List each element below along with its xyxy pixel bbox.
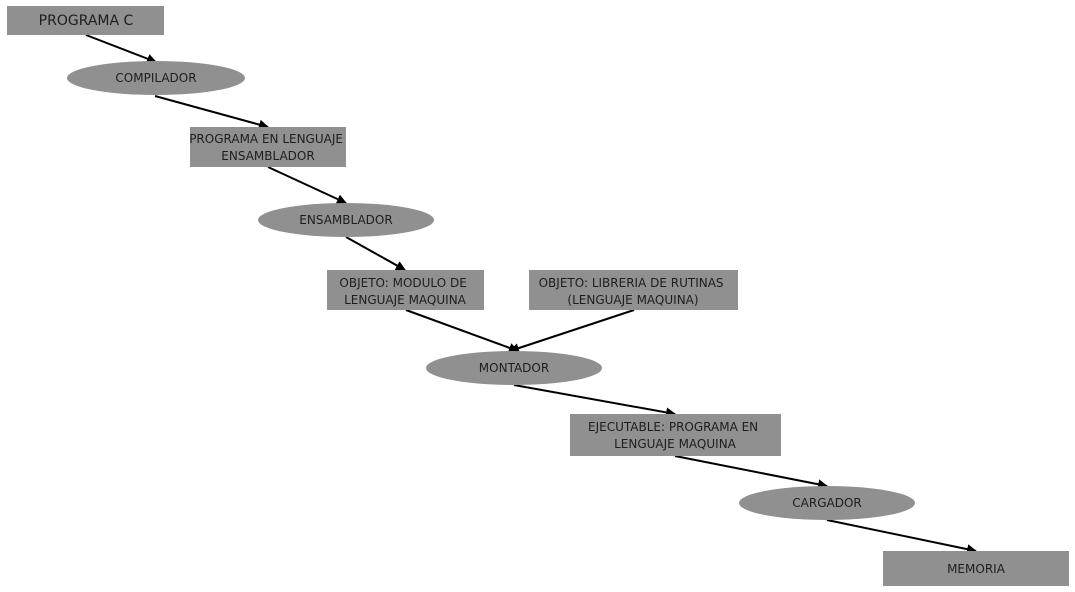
edge-programa-c-to-compilador (85, 34, 157, 64)
node-programa-c-label: PROGRAMA C (39, 13, 134, 29)
svg-text:PROGRAMA C: PROGRAMA C (39, 13, 134, 29)
node-cargador-shape (739, 486, 915, 520)
connectors (85, 34, 977, 555)
edge-ejecutable-to-cargador (674, 455, 828, 490)
node-cargador: CARGADOR (739, 486, 915, 520)
edge-cargador-to-memoria (826, 519, 977, 555)
node-objeto-libreria-label-line-2: (LENGUAJE MAQUINA) (567, 293, 698, 307)
node-objeto-libreria-label-line-1: OBJETO: LIBRERIA DE RUTINAS (539, 276, 724, 290)
node-cargador-label: CARGADOR (792, 496, 861, 510)
svg-text:CARGADOR: CARGADOR (792, 496, 861, 510)
node-programa-ensamblador-label-line-2: ENSAMBLADOR (221, 149, 314, 163)
edge-montador-to-ejecutable (513, 384, 676, 418)
node-objeto-modulo-label-line-2: LENGUAJE MAQUINA (344, 293, 467, 307)
svg-text:OBJETO: MODULO DE LENGUA: OBJETO: MODULO DE LENGUAJE MAQUINA (339, 276, 470, 307)
node-objeto-modulo-box (327, 270, 484, 310)
edge-programa-ensamblador-to-ensamblador (267, 166, 347, 204)
svg-text:ENSAMBLADOR: ENSAMBLADOR (299, 213, 392, 227)
node-programa-ensamblador-box (190, 127, 346, 167)
node-montador: MONTADOR (426, 351, 602, 385)
node-montador-shape (426, 351, 602, 385)
svg-text:EJECUTABLE: PROGRAMA EN: EJECUTABLE: PROGRAMA EN LENGUAJE MAQUINA (588, 420, 762, 451)
node-ensamblador-label: ENSAMBLADOR (299, 213, 392, 227)
node-memoria-label: MEMORIA (947, 562, 1006, 576)
svg-text:COMPILADOR: COMPILADOR (115, 71, 196, 85)
node-ejecutable-box (570, 414, 781, 456)
node-memoria-box (883, 551, 1069, 586)
edge-compilador-to-programa-ensamblador (154, 95, 269, 130)
svg-text:OBJETO: LIBRERIA DE RUTINAS: OBJETO: LIBRERIA DE RUTINAS (LENGUAJE MA… (539, 276, 728, 307)
svg-text:MEMORIA: MEMORIA (947, 562, 1006, 576)
node-objeto-libreria: OBJETO: LIBRERIA DE RUTINAS (LENGUAJE MA… (529, 270, 738, 310)
node-programa-c: PROGRAMA C (7, 6, 164, 35)
node-objeto-modulo-label-line-1: OBJETO: MODULO DE (339, 276, 466, 290)
node-objeto-libreria-box (529, 270, 738, 310)
node-programa-ensamblador-label-line-1: PROGRAMA EN LENGUAJE (189, 132, 343, 146)
edge-objeto-modulo-to-montador (405, 309, 519, 353)
node-memoria: MEMORIA (883, 551, 1069, 586)
node-programa-ensamblador: PROGRAMA EN LENGUAJE ENSAMBLADOR (189, 127, 347, 167)
node-objeto-modulo: OBJETO: MODULO DE LENGUAJE MAQUINA (327, 270, 484, 310)
node-compilador-shape (67, 61, 245, 95)
svg-text:PROGRAMA EN LENGUAJE ENS: PROGRAMA EN LENGUAJE ENSAMBLADOR (189, 132, 347, 163)
edge-ensamblador-to-objeto-modulo (345, 236, 406, 271)
svg-text:MONTADOR: MONTADOR (479, 361, 549, 375)
node-ejecutable: EJECUTABLE: PROGRAMA EN LENGUAJE MAQUINA (570, 414, 781, 456)
node-compilador-label: COMPILADOR (115, 71, 196, 85)
node-compilador: COMPILADOR (67, 61, 245, 95)
node-ejecutable-label-line-1: EJECUTABLE: PROGRAMA EN (588, 420, 758, 434)
edge-objeto-libreria-to-montador (509, 309, 635, 353)
node-ejecutable-label-line-2: LENGUAJE MAQUINA (614, 437, 737, 451)
node-ensamblador: ENSAMBLADOR (258, 203, 434, 237)
node-programa-c-box (7, 6, 164, 35)
node-montador-label: MONTADOR (479, 361, 549, 375)
node-ensamblador-shape (258, 203, 434, 237)
